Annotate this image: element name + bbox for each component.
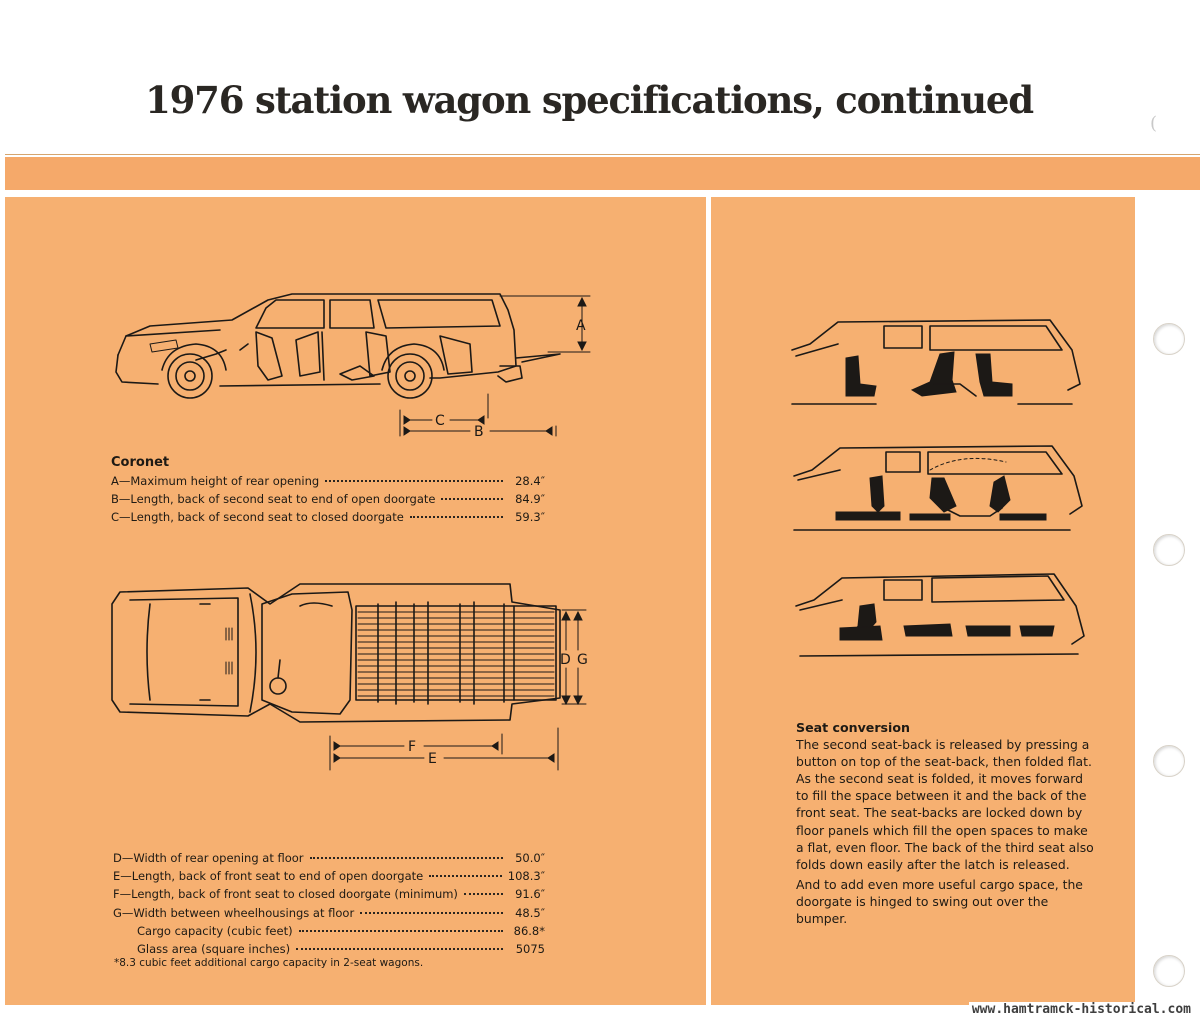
site-watermark: www.hamtramck-historical.com (968, 1002, 1194, 1017)
spec-row: Cargo capacity (cubic feet)86.8* (137, 923, 545, 938)
binder-hole (1153, 323, 1185, 355)
coronet-title: Coronet (111, 455, 170, 470)
binder-hole (1153, 534, 1185, 566)
header-band (5, 157, 1200, 190)
dimension-label-a: A (576, 318, 586, 334)
seat-conversion-paragraph: The second seat-back is released by pres… (796, 737, 1094, 872)
dimension-label-g: G (577, 652, 588, 668)
spec-row: C—Length, back of second seat to closed … (111, 510, 545, 525)
page-title: 1976 station wagon specifications, conti… (145, 78, 1034, 122)
spec-row: B—Length, back of second seat to end of … (111, 492, 545, 507)
coronet-spec-list: Coronet A—Maximum height of rear opening… (111, 454, 545, 527)
spec-row: E—Length, back of front seat to end of o… (113, 869, 545, 884)
dimension-label-f: F (408, 739, 416, 755)
spec-row: F—Length, back of front seat to closed d… (113, 887, 545, 902)
binder-hole (1153, 955, 1185, 987)
dimension-label-e: E (428, 751, 437, 767)
seat-conversion-title: Seat conversion (796, 720, 910, 735)
top-rule (5, 154, 1200, 155)
cargo-footnote: *8.3 cubic feet additional cargo capacit… (114, 957, 424, 969)
page-edge-mark: ( (1150, 113, 1158, 134)
seat-conversion-panel (711, 197, 1135, 1005)
cargo-floor-slats (357, 611, 555, 697)
seat-conversion-text: Seat conversion The second seat-back is … (796, 719, 1096, 927)
dimension-label-d: D (560, 652, 571, 668)
binder-hole (1153, 745, 1185, 777)
seat-conversion-paragraph: And to add even more useful cargo space,… (796, 876, 1083, 927)
dimension-label-c: C (435, 413, 445, 429)
spec-row: Glass area (square inches)5075 (137, 942, 545, 957)
coronet-panel (5, 197, 706, 1005)
dimension-label-b: B (474, 424, 484, 440)
